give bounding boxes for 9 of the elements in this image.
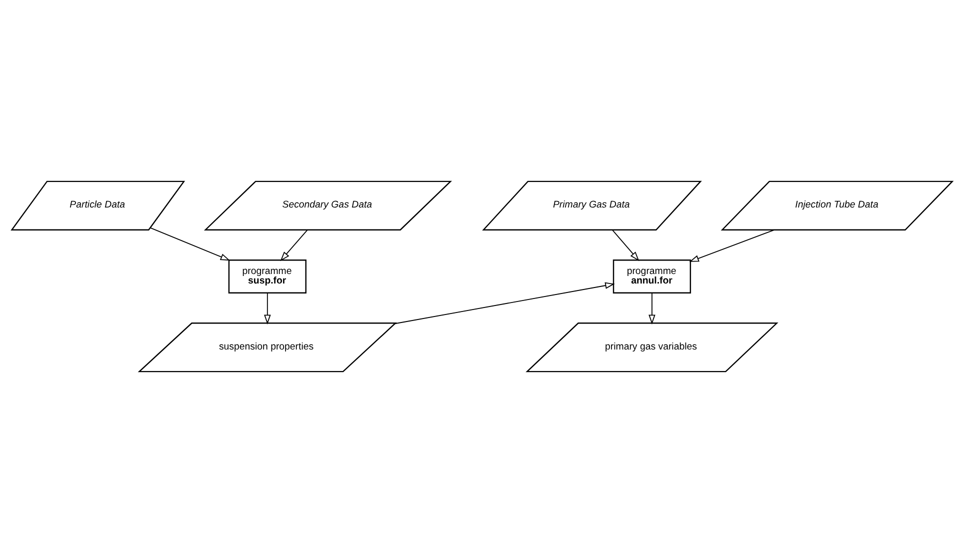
arrow bbox=[150, 227, 230, 261]
arrow bbox=[689, 229, 775, 262]
arrow bbox=[280, 230, 308, 262]
arrow bbox=[648, 292, 656, 324]
arrow bbox=[612, 230, 640, 262]
node-box: programme annul.for bbox=[612, 260, 692, 294]
node-box: programme susp.for bbox=[228, 260, 306, 294]
arrow bbox=[394, 282, 615, 324]
arrow bbox=[264, 292, 271, 324]
